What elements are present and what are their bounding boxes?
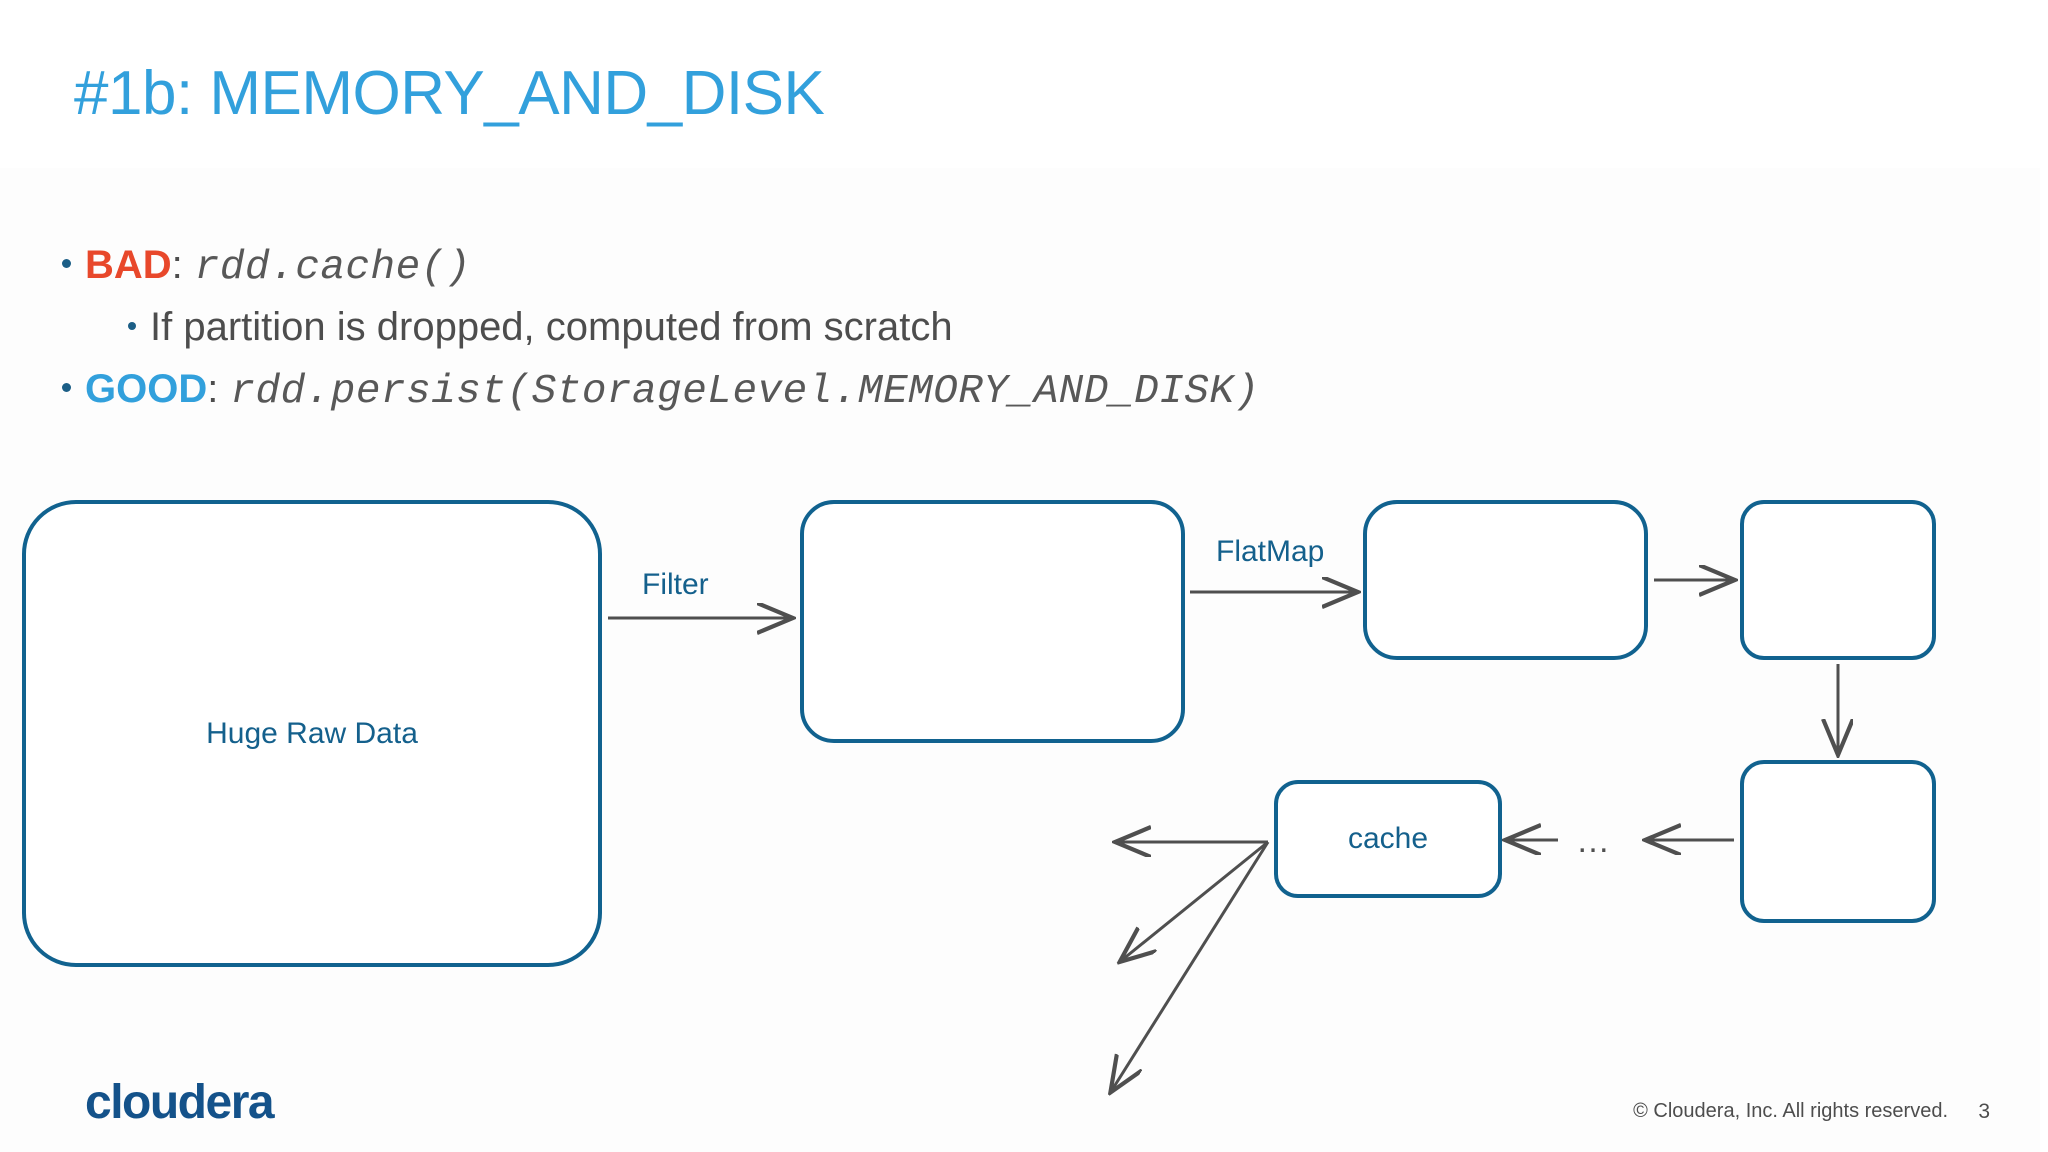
node-next-rdd[interactable] [1740, 500, 1936, 660]
bad-code: rdd.cache() [194, 245, 471, 291]
copyright-text: © Cloudera, Inc. All rights reserved. [1633, 1100, 1948, 1122]
node-label: Huge Raw Data [206, 716, 418, 750]
node-filtered-rdd[interactable] [800, 500, 1185, 743]
bad-separator: : [171, 243, 183, 287]
bullet-dot-icon [62, 259, 71, 268]
page-number: 3 [1978, 1100, 1990, 1123]
sub-bullet-text: If partition is dropped, computed from s… [150, 305, 953, 349]
bullet-dot-icon [62, 383, 71, 392]
good-separator: : [207, 367, 219, 411]
node-flatmapped-rdd[interactable] [1363, 500, 1648, 660]
node-label: cache [1347, 822, 1429, 855]
bullet-dropped-partition: If partition is dropped, computed from s… [128, 305, 953, 350]
edge-label-flatmap: FlatMap [1216, 535, 1325, 568]
good-label: GOOD [85, 367, 208, 411]
bullet-bad: BAD: rdd.cache() [62, 243, 471, 291]
bad-label: BAD [85, 243, 172, 287]
edge-label-filter: Filter [642, 568, 709, 601]
bullet-dot-icon [128, 322, 136, 330]
cloudera-logo: cloudera [85, 1076, 275, 1129]
page-title: #1b: MEMORY_AND_DISK [74, 59, 825, 128]
node-cache[interactable]: cache [1274, 780, 1502, 898]
node-huge-raw-data[interactable]: Huge Raw Data [22, 500, 602, 967]
bullet-good: GOOD: rdd.persist(StorageLevel.MEMORY_AN… [62, 367, 1260, 415]
edge-label-ellipsis: … [1576, 822, 1612, 860]
good-code: rdd.persist(StorageLevel.MEMORY_AND_DISK… [230, 369, 1260, 415]
node-later-rdd[interactable] [1740, 760, 1936, 923]
